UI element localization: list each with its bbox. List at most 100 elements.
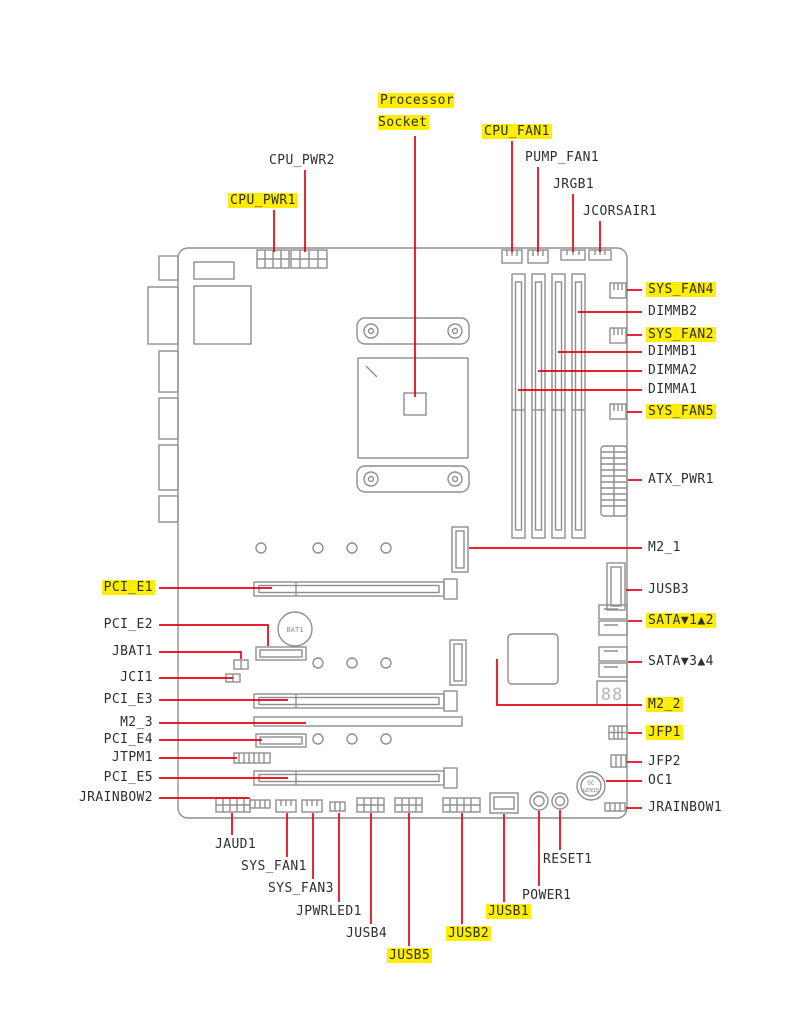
jtpm1-connector xyxy=(233,752,271,764)
sys-fan1-connector xyxy=(275,799,297,813)
label-jrainbow1: JRAINBOW1 xyxy=(646,800,724,816)
label-jrainbow2: JRAINBOW2 xyxy=(77,790,155,806)
label-text: M2_2 xyxy=(646,697,683,712)
oc-genie-button: OC GENIE xyxy=(576,771,606,801)
label-text: DIMMB1 xyxy=(648,344,698,359)
jrainbow1-connector xyxy=(604,802,626,812)
label-jpwrled1: JPWRLED1 xyxy=(294,904,364,920)
cpu-socket xyxy=(356,317,470,493)
label-jtpm1: JTPM1 xyxy=(110,750,155,766)
label-jusb4: JUSB4 xyxy=(344,926,389,942)
label-text: DIMMA2 xyxy=(648,363,698,378)
label-reset1: RESET1 xyxy=(541,852,594,868)
label-text: JFP1 xyxy=(646,725,683,740)
label-jusb2: JUSB2 xyxy=(446,926,492,942)
label-dimma1: DIMMA1 xyxy=(646,382,699,398)
label-m2-1: M2_1 xyxy=(646,540,683,556)
label-text: JBAT1 xyxy=(111,644,153,659)
label-text: JUSB5 xyxy=(387,948,433,963)
label-cpu-pwr2: CPU_PWR2 xyxy=(267,153,337,169)
debug-led-display: 88 xyxy=(596,680,628,706)
screw-holes xyxy=(255,542,392,745)
jusb3-connector xyxy=(606,562,626,611)
label-text: SATA▼1▲2 xyxy=(646,613,716,628)
battery-label: BAT1 xyxy=(287,626,304,634)
label-pci-e1: PCI_E1 xyxy=(101,580,155,596)
sys-fan2-connector xyxy=(609,327,627,344)
jrainbow2-connector xyxy=(249,799,271,809)
label-text: POWER1 xyxy=(522,888,572,903)
label-text: PUMP_FAN1 xyxy=(525,150,600,165)
label-text: JUSB2 xyxy=(446,926,492,941)
label-text: PCI_E3 xyxy=(103,692,153,707)
label-jfp2: JFP2 xyxy=(646,754,683,770)
label-text: RESET1 xyxy=(543,852,593,867)
label-text: JUSB1 xyxy=(486,904,532,919)
leader-jbat1 xyxy=(159,651,242,659)
cpu-pwr1-connector xyxy=(256,249,290,269)
label-sys-fan4: SYS_FAN4 xyxy=(646,282,716,298)
dimm-slots xyxy=(511,273,586,539)
label-text: JCORSAIR1 xyxy=(583,204,658,219)
label-processor-socket: Processor Socket xyxy=(378,90,466,134)
debug-led-value: 88 xyxy=(601,685,623,705)
label-text: M2_1 xyxy=(648,540,681,555)
jusb5-connector xyxy=(394,797,423,813)
label-oc1: OC1 xyxy=(646,773,675,789)
motherboard-outline xyxy=(177,247,628,819)
label-text: PCI_E1 xyxy=(101,580,155,595)
cpu-pwr2-connector xyxy=(290,249,328,269)
label-m2-2: M2_2 xyxy=(646,697,683,713)
label-text: CPU_PWR2 xyxy=(269,153,335,168)
label-sys-fan2: SYS_FAN2 xyxy=(646,327,716,343)
leader-lines xyxy=(159,136,642,946)
label-text: PCI_E5 xyxy=(103,770,153,785)
jusb2-connector xyxy=(442,797,481,813)
label-text: JUSB4 xyxy=(346,926,388,941)
label-pci-e4: PCI_E4 xyxy=(102,732,155,748)
jusb4-connector xyxy=(356,797,385,813)
label-text: JUSB3 xyxy=(648,582,690,597)
jfp1-connector xyxy=(608,725,628,740)
label-text: PCI_E2 xyxy=(103,617,153,632)
label-m2-3: M2_3 xyxy=(118,715,155,731)
leader-m2-2 xyxy=(496,659,642,706)
pci-e1-slot xyxy=(253,578,458,600)
oc-button-label-line1: OC xyxy=(587,780,595,787)
pci-e4-slot xyxy=(255,733,307,748)
atx-pwr1-connector xyxy=(600,445,628,517)
label-dimmb1: DIMMB1 xyxy=(646,344,699,360)
label-jrgb1: JRGB1 xyxy=(551,177,596,193)
pci-e2-slot xyxy=(255,646,307,661)
m2-3-slot xyxy=(253,716,463,727)
label-jusb1: JUSB1 xyxy=(486,904,532,920)
label-text: JRAINBOW2 xyxy=(78,790,153,805)
label-text: JCI1 xyxy=(120,670,153,685)
jaud1-connector xyxy=(215,797,251,813)
reset1-button xyxy=(551,792,569,810)
label-jaud1: JAUD1 xyxy=(213,837,258,853)
label-text: ATX_PWR1 xyxy=(648,472,714,487)
label-sata-3-4: SATA▼3▲4 xyxy=(646,654,716,670)
jbat1-jumper xyxy=(233,659,249,670)
label-jusb5: JUSB5 xyxy=(387,948,433,964)
label-jbat1: JBAT1 xyxy=(110,644,155,660)
label-sys-fan1: SYS_FAN1 xyxy=(239,859,309,875)
sys-fan4-connector xyxy=(609,282,627,299)
label-cpu-fan1: CPU_FAN1 xyxy=(482,124,552,140)
label-power1: POWER1 xyxy=(520,888,573,904)
m2-2-slot xyxy=(449,639,467,686)
label-text: SYS_FAN2 xyxy=(646,327,716,342)
sata-1-2-ports xyxy=(598,604,628,636)
label-text: SYS_FAN4 xyxy=(646,282,716,297)
chipset xyxy=(507,633,559,685)
rear-io-ports xyxy=(147,255,179,523)
jusb1-connector xyxy=(489,792,519,814)
label-jci1: JCI1 xyxy=(118,670,155,686)
label-cpu-pwr1: CPU_PWR1 xyxy=(228,193,298,209)
sys-fan3-connector xyxy=(301,799,323,813)
label-text: SYS_FAN5 xyxy=(646,404,716,419)
sata-3-4-ports xyxy=(598,646,628,678)
